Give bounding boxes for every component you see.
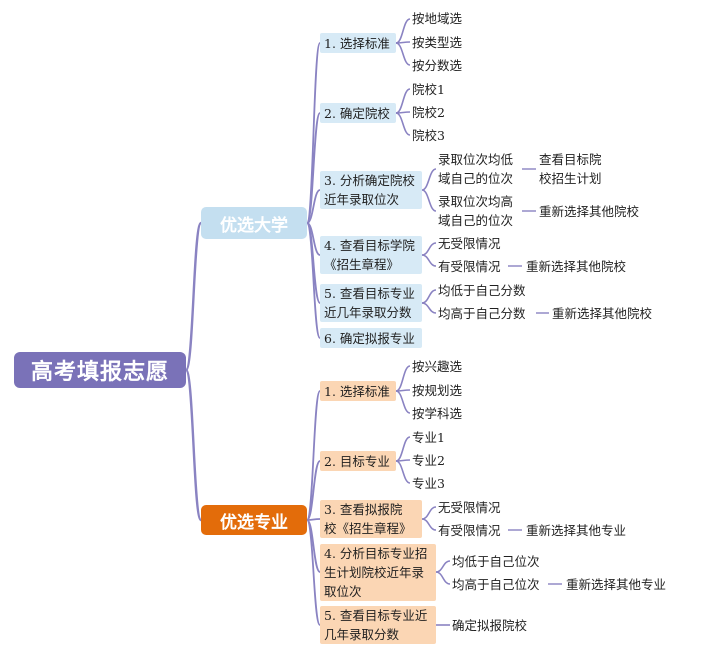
connector-31 bbox=[395, 390, 411, 414]
connector-3 bbox=[306, 112, 321, 224]
uni-step-6[interactable]: 6. 确定拟报专业 bbox=[320, 328, 422, 348]
leaf-rank-lower-major[interactable]: 均低于自己位次 bbox=[452, 554, 540, 569]
uni-step-4[interactable]: 4. 查看目标学院 《招生章程》 bbox=[320, 236, 422, 274]
connector-0 bbox=[184, 221, 203, 372]
leaf-restriction-uni[interactable]: 有受限情况 bbox=[438, 259, 501, 274]
connector-8 bbox=[306, 390, 321, 521]
uni-step-3[interactable]: 3. 分析确定院校 近年录取位次 bbox=[320, 171, 422, 209]
connector-22 bbox=[421, 254, 437, 267]
connector-13 bbox=[395, 18, 411, 44]
leaf-rank-lower[interactable]: 录取位次均低 域自己的位次 bbox=[438, 152, 514, 186]
root-node[interactable]: 高考填报志愿 bbox=[14, 352, 186, 388]
connector-1 bbox=[184, 368, 203, 522]
connector-16 bbox=[395, 88, 411, 114]
leaf-plan[interactable]: 按规划选 bbox=[412, 383, 463, 398]
connector-20 bbox=[421, 189, 437, 212]
major-step-2[interactable]: 2. 目标专业 bbox=[320, 451, 396, 471]
leaf-restriction-major[interactable]: 有受限情况 bbox=[438, 523, 501, 538]
major-step-4[interactable]: 4. 分析目标专业招 生计划院校近年录 取位次 bbox=[320, 544, 436, 601]
major-step-1[interactable]: 1. 选择标准 bbox=[320, 381, 396, 401]
leaf-no-restriction-uni[interactable]: 无受限情况 bbox=[438, 236, 501, 251]
connector-37 bbox=[435, 560, 451, 573]
leaf-reselect-school-b[interactable]: 重新选择其他院校 bbox=[526, 259, 627, 274]
leaf-school-1[interactable]: 院校1 bbox=[412, 82, 445, 97]
leaf-school-3[interactable]: 院校3 bbox=[412, 128, 445, 143]
connector-34 bbox=[395, 460, 411, 484]
connector-24 bbox=[421, 302, 437, 314]
leaf-check-plan[interactable]: 查看目标院 校招生计划 bbox=[539, 152, 602, 186]
connector-10 bbox=[306, 518, 321, 521]
leaf-score[interactable]: 按分数选 bbox=[412, 58, 463, 73]
leaf-confirm-school[interactable]: 确定拟报院校 bbox=[452, 618, 528, 633]
leaf-reselect-school-c[interactable]: 重新选择其他院校 bbox=[552, 306, 653, 321]
leaf-region[interactable]: 按地域选 bbox=[412, 11, 463, 26]
connector-21 bbox=[421, 242, 437, 256]
leaf-school-2[interactable]: 院校2 bbox=[412, 105, 445, 120]
connector-4 bbox=[306, 189, 321, 224]
leaf-major-2[interactable]: 专业2 bbox=[412, 453, 445, 468]
major-step-3[interactable]: 3. 查看拟报院 校《招生章程》 bbox=[320, 500, 422, 538]
leaf-major-3[interactable]: 专业3 bbox=[412, 476, 445, 491]
branch-university[interactable]: 优选大学 bbox=[201, 207, 307, 239]
leaf-subject[interactable]: 按学科选 bbox=[412, 406, 463, 421]
leaf-rank-higher-major[interactable]: 均高于自己位次 bbox=[452, 577, 540, 592]
connector-35 bbox=[421, 506, 437, 520]
leaf-reselect-major-a[interactable]: 重新选择其他专业 bbox=[526, 523, 627, 538]
connector-36 bbox=[421, 518, 437, 531]
leaf-reselect-major-b[interactable]: 重新选择其他专业 bbox=[566, 577, 667, 592]
leaf-score-higher[interactable]: 均高于自己分数 bbox=[438, 306, 526, 321]
leaf-interest[interactable]: 按兴趣选 bbox=[412, 359, 463, 374]
leaf-rank-higher[interactable]: 录取位次均高 域自己的位次 bbox=[438, 194, 514, 228]
connector-32 bbox=[395, 436, 411, 462]
uni-step-1[interactable]: 1. 选择标准 bbox=[320, 33, 396, 53]
connector-38 bbox=[435, 571, 451, 585]
uni-step-5[interactable]: 5. 查看目标专业 近几年录取分数 bbox=[320, 284, 422, 322]
connector-23 bbox=[421, 289, 437, 304]
connector-19 bbox=[421, 168, 437, 191]
leaf-type[interactable]: 按类型选 bbox=[412, 35, 463, 50]
leaf-reselect-school-a[interactable]: 重新选择其他院校 bbox=[539, 204, 640, 219]
leaf-major-1[interactable]: 专业1 bbox=[412, 430, 445, 445]
connector-29 bbox=[395, 365, 411, 392]
uni-step-2[interactable]: 2. 确定院校 bbox=[320, 103, 396, 123]
connector-18 bbox=[395, 112, 411, 136]
connector-12 bbox=[306, 519, 321, 626]
leaf-no-restriction-major[interactable]: 无受限情况 bbox=[438, 500, 501, 515]
branch-major[interactable]: 优选专业 bbox=[201, 505, 307, 535]
leaf-score-lower[interactable]: 均低于自己分数 bbox=[438, 283, 526, 298]
major-step-5[interactable]: 5. 查看目标专业近 几年录取分数 bbox=[320, 606, 436, 644]
connector-2 bbox=[306, 42, 321, 224]
connector-7 bbox=[306, 222, 321, 339]
connector-9 bbox=[306, 460, 321, 521]
connector-15 bbox=[395, 42, 411, 66]
